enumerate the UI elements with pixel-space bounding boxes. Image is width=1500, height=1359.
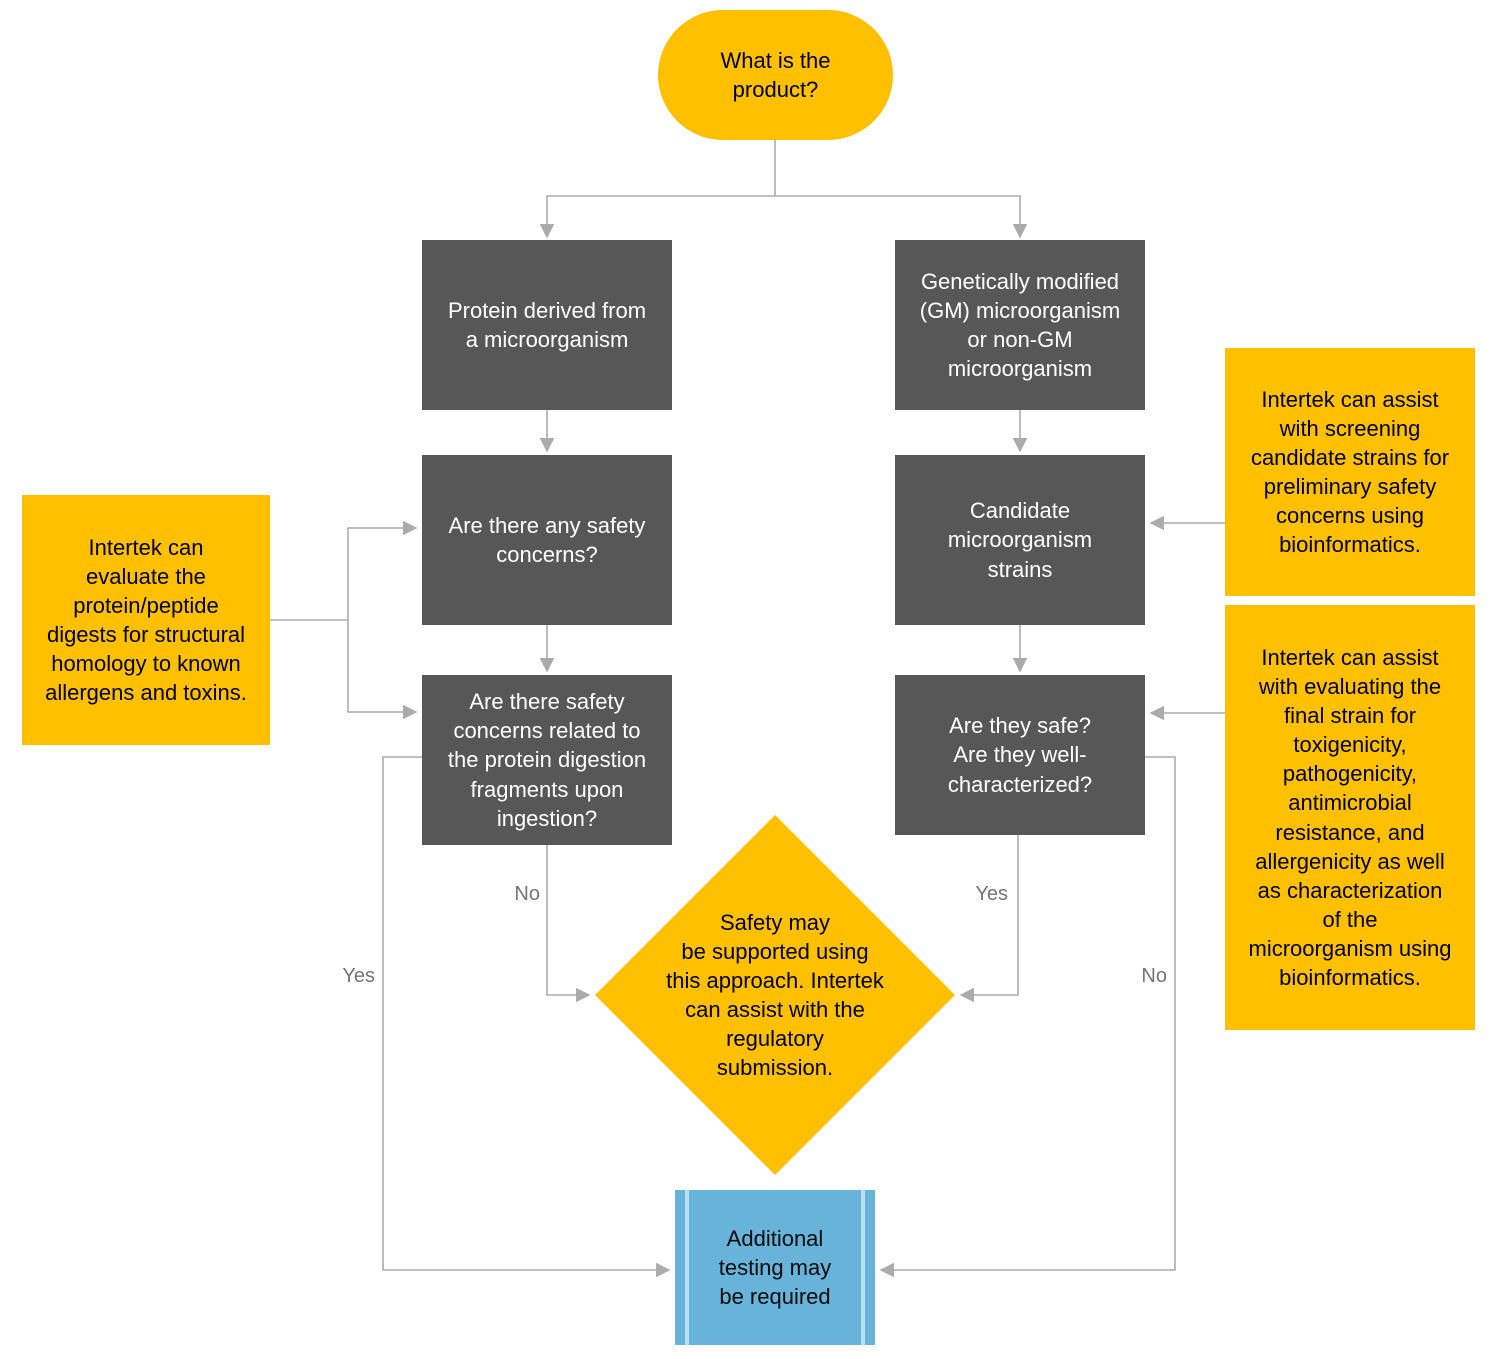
additional-testing-label: Additional testing may be required	[718, 1225, 832, 1310]
predefined-process-stripe-left	[685, 1190, 689, 1345]
well-characterized-node: Are they safe? Are they well- characteri…	[895, 675, 1145, 835]
start-node: What is the product?	[658, 10, 893, 140]
intertek-strain-evaluation-note: Intertek can assist with evaluating the …	[1225, 605, 1475, 1030]
edge-left-note-to-safety	[347, 520, 418, 620]
edge-label-no-right: No	[1141, 965, 1167, 987]
predefined-process-stripe-right	[861, 1190, 865, 1345]
edge-start-to-gm	[775, 195, 1028, 239]
edge-left-note-to-digestion	[347, 620, 418, 720]
intertek-screening-note: Intertek can assist with screening candi…	[1225, 348, 1475, 596]
candidate-strains-node: Candidate microorganism strains	[895, 455, 1145, 625]
edge-label-yes-left: Yes	[342, 965, 375, 987]
safety-supported-decision-diamond: Safety may be supported using this appro…	[595, 815, 955, 1175]
additional-testing-node: Additional testing may be required	[675, 1190, 875, 1345]
edge-start-to-protein	[539, 195, 775, 239]
edge-label-no-left: No	[514, 883, 540, 905]
edge-label-yes-right: Yes	[975, 883, 1008, 905]
intertek-evaluate-note: Intertek can evaluate the protein/peptid…	[22, 495, 270, 745]
edge-safe-yes-to-diamond	[959, 835, 1019, 1003]
gm-microorganism-node: Genetically modified (GM) microorganism …	[895, 240, 1145, 410]
safety-concerns-node: Are there any safety concerns?	[422, 455, 672, 625]
digestion-concerns-node: Are there safety concerns related to the…	[422, 675, 672, 845]
protein-node: Protein derived from a microorganism	[422, 240, 672, 410]
edge-digestion-no-to-diamond	[546, 845, 591, 1003]
